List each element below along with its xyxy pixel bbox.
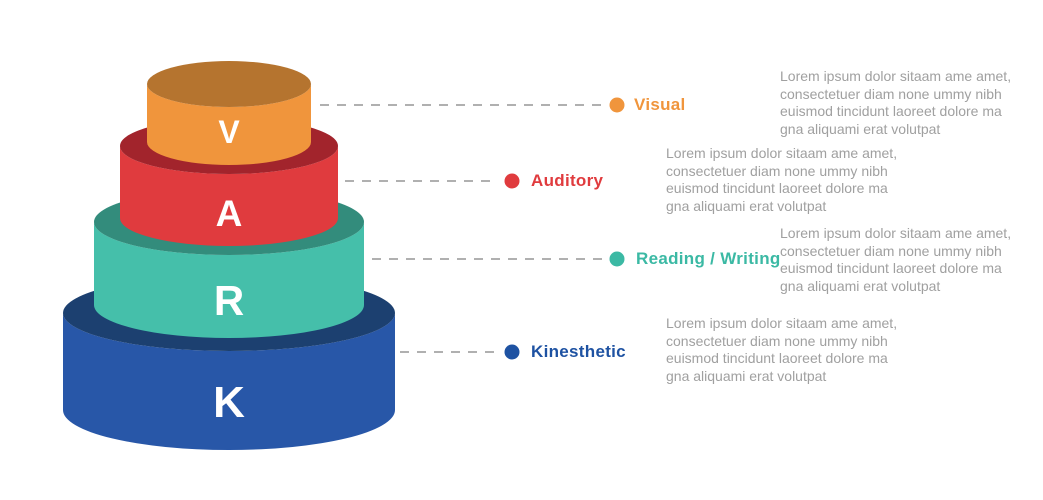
tier-reading-writing-body [94, 222, 364, 338]
legend-label-auditory: Auditory [531, 171, 604, 190]
legend-dot-auditory [504, 173, 520, 189]
tier-kinesthetic-letter: K [213, 378, 245, 427]
tier-auditory-letter: A [216, 193, 243, 234]
description-visual: Lorem ipsum dolor sitaam ame amet, conse… [780, 68, 1012, 137]
tier-visual-letter: V [218, 114, 240, 150]
description-kinesthetic: Lorem ipsum dolor sitaam ame amet, conse… [666, 315, 898, 384]
legend-label-reading-writing: Reading / Writing [636, 249, 781, 268]
tier-visual-top [147, 61, 311, 107]
legend-dot-kinesthetic [504, 344, 520, 360]
description-reading-writing: Lorem ipsum dolor sitaam ame amet, conse… [780, 225, 1012, 294]
legend-label-visual: Visual [634, 95, 686, 114]
tier-reading-writing-letter: R [214, 277, 244, 324]
tier-visual-body [147, 84, 311, 165]
description-auditory: Lorem ipsum dolor sitaam ame amet, conse… [666, 145, 898, 214]
legend-dot-visual [609, 97, 625, 113]
legend-dot-reading-writing [609, 251, 625, 267]
tier-kinesthetic-body [63, 313, 395, 450]
tier-auditory-body [120, 146, 338, 246]
legend-label-kinesthetic: Kinesthetic [531, 342, 626, 361]
